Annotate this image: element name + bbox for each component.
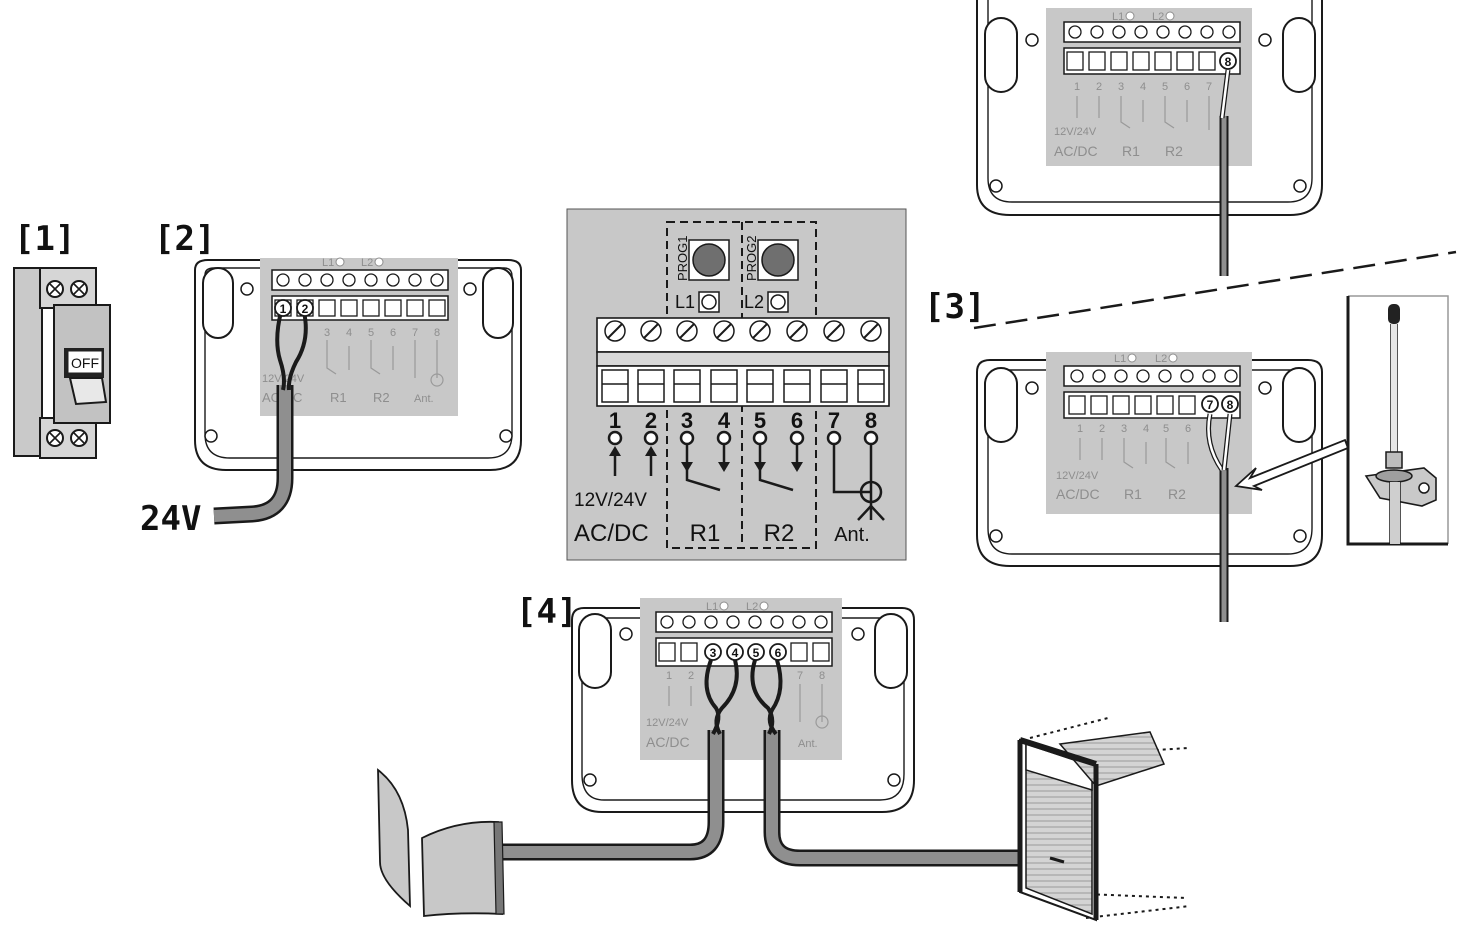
voltage-label: 24V: [140, 499, 201, 539]
circuit-breaker: OFF: [13, 267, 111, 459]
terminal-label: 3: [1121, 423, 1127, 435]
antenna-label: Ant.: [414, 393, 434, 405]
detail-antenna: Ant.: [834, 524, 870, 546]
relay2-label: R2: [1168, 486, 1186, 502]
antenna-label: Ant.: [798, 738, 818, 750]
detail-supply-top: 12V/24V: [574, 490, 647, 511]
terminal-label: 6: [1185, 423, 1191, 435]
step-3-label: [3]: [924, 287, 985, 327]
terminal-label: 7: [1206, 81, 1212, 93]
terminal-label: 2: [1096, 81, 1102, 93]
external-antenna-inset: [1346, 295, 1449, 546]
terminal-label: 4: [1143, 423, 1149, 435]
detail-led2-label: L2: [744, 292, 764, 312]
terminal-label: 2: [1099, 423, 1105, 435]
relay1-label: R1: [1124, 486, 1142, 502]
wire-marker: 8: [1227, 398, 1234, 412]
breaker-off-label: OFF: [71, 355, 99, 371]
detail-terminal-number: 2: [645, 408, 657, 433]
relay2-label: R2: [373, 390, 390, 405]
detail-terminal-number: 3: [681, 408, 693, 433]
separator-line: [973, 250, 1457, 330]
gate-icon: [377, 768, 505, 918]
supply-label-top: 12V/24V: [1056, 470, 1099, 482]
module-step3: L1 L2 1 2 3 4 5 6 12V/24V AC/DC R1 R2 7 …: [976, 352, 1350, 622]
detail-relay2: R2: [764, 520, 795, 547]
terminal-label: 8: [819, 670, 825, 682]
detail-terminal-number: 6: [791, 408, 803, 433]
step-1-label: [1]: [14, 219, 75, 259]
detail-terminal-number: 7: [828, 408, 840, 433]
supply-label-top: 12V/24V: [646, 717, 689, 729]
prog2-label: PROG2: [744, 235, 759, 281]
led1-label: L1: [322, 257, 334, 269]
detail-terminal-number: 5: [754, 408, 766, 433]
led1-label: L1: [1112, 11, 1124, 23]
relay1-label: R1: [1122, 143, 1140, 159]
supply-label-top: 12V/24V: [1054, 126, 1097, 138]
detail-led1-label: L1: [675, 292, 695, 312]
terminal-label: 6: [1184, 81, 1190, 93]
antenna-tip-icon: [1388, 304, 1400, 324]
led1-label: L1: [1114, 353, 1126, 365]
relay2-label: R2: [1165, 143, 1183, 159]
terminal-label: 7: [797, 670, 803, 682]
terminal-label: 1: [1077, 423, 1083, 435]
wire-marker: 5: [753, 646, 760, 660]
detail-relay1: R1: [690, 520, 721, 547]
wire-marker: 7: [1207, 398, 1214, 412]
step-2-label: [2]: [154, 219, 215, 259]
led2-label: L2: [746, 601, 758, 613]
led1-label: L1: [706, 601, 718, 613]
wire-marker: 8: [1225, 55, 1232, 69]
wire-marker: 4: [732, 646, 739, 660]
terminal-label: 3: [1118, 81, 1124, 93]
terminal-label: 5: [1163, 423, 1169, 435]
terminal-label: 8: [434, 327, 440, 339]
terminal-label: 7: [412, 327, 418, 339]
detail-supply-bottom: AC/DC: [574, 520, 649, 547]
terminal-label: 4: [346, 327, 352, 339]
supply-label-bottom: AC/DC: [646, 734, 690, 750]
led2-label: L2: [361, 257, 373, 269]
supply-label-bottom: AC/DC: [1054, 143, 1098, 159]
supply-label-bottom: AC/DC: [1056, 486, 1100, 502]
terminal-label: 5: [1162, 81, 1168, 93]
terminal-label: 1: [666, 670, 672, 682]
prog1-label: PROG1: [675, 235, 690, 281]
relay1-label: R1: [330, 390, 347, 405]
led2-label: L2: [1152, 11, 1164, 23]
led2-label: L2: [1155, 353, 1167, 365]
wire-marker: 2: [302, 302, 309, 316]
wire-marker: 3: [710, 646, 717, 660]
terminal-label: 4: [1140, 81, 1146, 93]
detail-terminal-number: 1: [609, 408, 621, 433]
wire-marker: 6: [775, 646, 782, 660]
terminal-label: 5: [368, 327, 374, 339]
module-step2: L1 L2 3 4 5 6 7 8 12V/24V AC/DC R1 R2 An…: [140, 257, 522, 539]
terminal-detail: PROG1 PROG2 L1 L2 1 2 3 4 5: [566, 208, 907, 561]
terminal-label: 6: [390, 327, 396, 339]
step-4-label: [4]: [516, 592, 577, 632]
module-step4: L1 L2 1 2 7 8 12V/24V AC/DC Ant.: [500, 598, 1022, 867]
detail-terminal-number: 4: [718, 408, 731, 433]
terminal-label: 1: [1074, 81, 1080, 93]
module-step3-top: L1 L2 1 2 3 4 5 6 7 12V/24V AC/DC R1 R2 …: [976, 0, 1323, 276]
terminal-label: 3: [324, 327, 330, 339]
terminal-label: 2: [688, 670, 694, 682]
roller-shutter-icon: [1017, 717, 1191, 922]
wire-marker: 1: [280, 302, 287, 316]
detail-terminal-number: 8: [865, 408, 877, 433]
